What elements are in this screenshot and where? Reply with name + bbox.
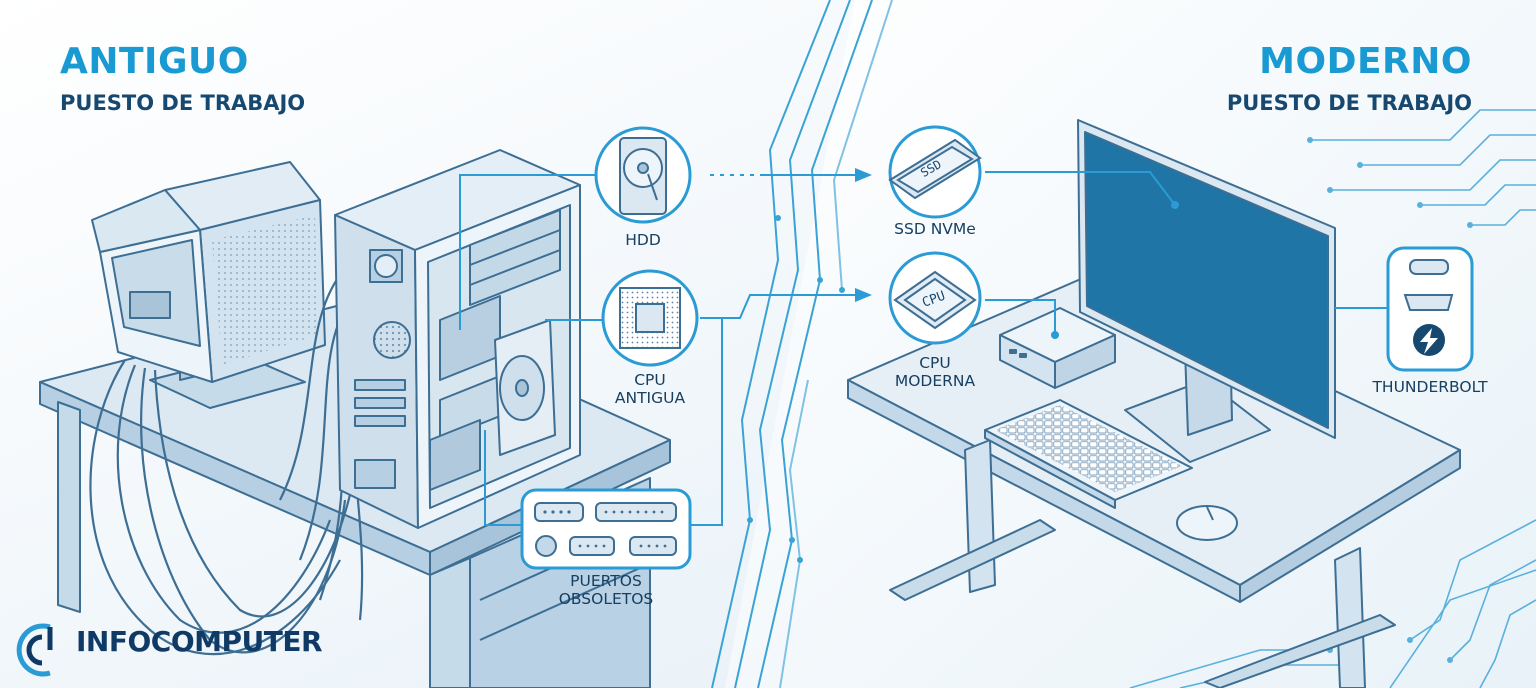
cpu-new-label-line2: MODERNA bbox=[894, 371, 976, 390]
brand-name: INFOCOMPUTER bbox=[76, 625, 323, 658]
modern-subtitle: PUESTO DE TRABAJO bbox=[1226, 91, 1472, 115]
old-title: ANTIGUO bbox=[60, 41, 249, 82]
cpu-new-label: CPU MODERNA bbox=[885, 354, 985, 391]
cpu-old-label: CPU ANTIGUA bbox=[600, 371, 700, 408]
old-subtitle: PUESTO DE TRABAJO bbox=[60, 91, 306, 115]
ports-callout bbox=[520, 488, 692, 570]
hdd-label: HDD bbox=[625, 231, 661, 249]
mouse bbox=[1176, 505, 1238, 541]
ports-label: PUERTOS OBSOLETOS bbox=[556, 572, 656, 609]
old-tower bbox=[334, 149, 581, 529]
brand-logo bbox=[16, 623, 53, 677]
cpu-old-label-line2: ANTIGUA bbox=[614, 388, 686, 407]
modern-monitor bbox=[1077, 119, 1336, 463]
thunderbolt-panel bbox=[1335, 246, 1474, 372]
ssd-callout bbox=[888, 125, 982, 219]
cpu-new-label-line1: CPU bbox=[919, 354, 951, 372]
ssd-label: SSD NVMe bbox=[894, 220, 976, 238]
cpu-old-callout bbox=[601, 269, 699, 367]
cpu-old-label-line1: CPU bbox=[634, 371, 666, 389]
divider-circuit bbox=[711, 0, 893, 688]
hdd-callout bbox=[594, 126, 692, 224]
thunderbolt-label: THUNDERBOLT bbox=[1372, 378, 1488, 396]
cpu-new-callout bbox=[888, 251, 982, 345]
ports-label-line1: PUERTOS bbox=[570, 572, 642, 590]
ports-label-line2: OBSOLETOS bbox=[558, 589, 654, 608]
modern-title: MODERNO bbox=[1259, 41, 1472, 82]
keyboard bbox=[984, 399, 1193, 509]
crt-monitor bbox=[91, 161, 326, 409]
